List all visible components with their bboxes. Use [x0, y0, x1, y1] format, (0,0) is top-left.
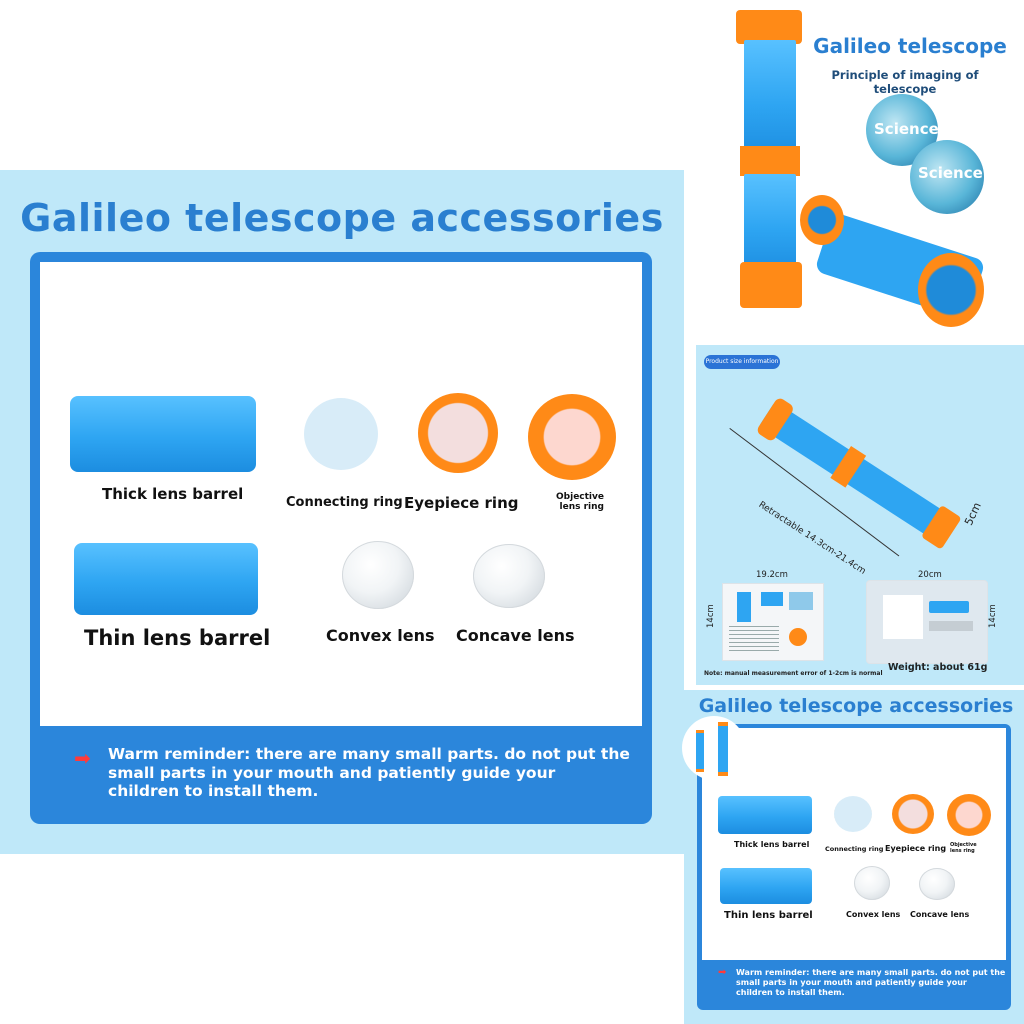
thumb-thick-barrel-label: Thick lens barrel: [734, 840, 810, 849]
warning-line-2: small parts in your mouth and patiently …: [108, 764, 556, 782]
thumb-thin-barrel-image: [720, 868, 812, 904]
thumb-concave-lens-image: [919, 868, 955, 900]
main-title: Galileo telescope accessories: [20, 196, 664, 240]
objective-lens-ring-image: [528, 394, 616, 480]
weight-label: Weight: about 61g: [888, 662, 988, 673]
objective-lens-ring-label: Objective lens ring: [556, 492, 604, 512]
thumb-card-inner: [702, 728, 1006, 960]
warning-line-1: Warm reminder: there are many small part…: [108, 745, 630, 763]
eyepiece-ring-label: Eyepiece ring: [404, 494, 519, 512]
main-card-inner: [40, 262, 642, 726]
concave-lens-image: [473, 544, 545, 608]
bag-height-label: 14cm: [988, 604, 998, 628]
measurement-note: Note: manual measurement error of 1-2cm …: [704, 670, 883, 677]
convex-lens-image: [342, 541, 414, 609]
thumb-warning-line-2: small parts in your mouth and patiently …: [736, 978, 967, 987]
thumb-title: Galileo telescope accessories: [698, 695, 1014, 717]
hero-subtitle: Principle of imaging of telescope: [831, 68, 979, 96]
thumb-connecting-ring-label: Connecting ring: [825, 845, 884, 853]
connecting-ring-image: [304, 398, 378, 470]
box-width-label: 19.2cm: [756, 570, 788, 580]
thumb-concave-lens-label: Concave lens: [910, 910, 970, 919]
science-label-2: Science: [918, 164, 983, 182]
thin-lens-barrel-image: [74, 543, 258, 615]
thumb-warning-arrow-icon: ➡: [718, 967, 727, 978]
thumb-convex-lens-label: Convex lens: [846, 910, 901, 919]
thumb-eyepiece-ring-image: [892, 794, 934, 834]
thumb-objective-ring-image: [947, 794, 991, 836]
box-height-label: 14cm: [706, 604, 716, 628]
telescope-vertical-image: [736, 10, 806, 310]
thumb-objective-ring-label: Objective lens ring: [950, 842, 977, 854]
telescope-angled-image: [800, 195, 990, 335]
eyepiece-ring-image: [418, 393, 498, 473]
warning-line-3: children to install them.: [108, 782, 319, 800]
convex-lens-label: Convex lens: [326, 626, 435, 645]
science-circle-2: Science: [910, 140, 984, 214]
package-bag-image: [866, 580, 988, 664]
thick-lens-barrel-label: Thick lens barrel: [102, 485, 244, 503]
thumb-warning-line-1: Warm reminder: there are many small part…: [736, 968, 1006, 977]
size-info-badge: Product size information: [704, 355, 780, 369]
thick-lens-barrel-image: [70, 396, 256, 472]
connecting-ring-label: Connecting ring: [286, 495, 403, 510]
thumb-convex-lens-image: [854, 866, 890, 900]
hero-title: Galileo telescope: [813, 34, 1007, 58]
package-box-image: [722, 583, 824, 661]
thumb-thick-barrel-image: [718, 796, 812, 834]
thumb-connecting-ring-image: [834, 796, 872, 832]
thumb-eyepiece-ring-label: Eyepiece ring: [885, 844, 947, 853]
thumb-telescope-inset: [682, 716, 746, 780]
science-label-1: Science: [874, 120, 939, 138]
concave-lens-label: Concave lens: [456, 626, 575, 645]
thumb-warning-line-3: children to install them.: [736, 988, 845, 997]
thumb-thin-barrel-label: Thin lens barrel: [724, 910, 813, 921]
warning-arrow-icon: ➡: [74, 746, 91, 770]
thin-lens-barrel-label: Thin lens barrel: [84, 626, 271, 650]
bag-width-label: 20cm: [918, 570, 942, 580]
